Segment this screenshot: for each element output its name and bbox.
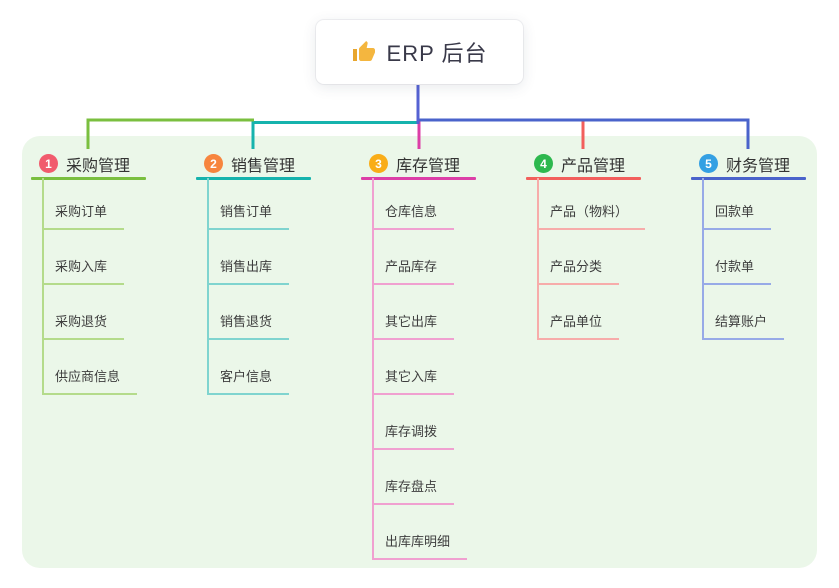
child-node[interactable]: 回款单 [702,200,772,230]
branch-underline [526,177,641,180]
child-node[interactable]: 产品单位 [537,310,620,340]
branch-number-badge: 3 [369,154,388,173]
child-node[interactable]: 结算账户 [702,310,785,340]
branch-underline [361,177,476,180]
root-node[interactable]: ERP 后台 [316,20,523,84]
child-node[interactable]: 销售出库 [207,255,290,285]
child-node[interactable]: 销售退货 [207,310,290,340]
branch-children-line [702,178,704,340]
branch-children-line [537,178,539,340]
branch-title-label: 产品管理 [561,157,626,175]
branch-children-line [42,178,44,395]
child-node[interactable]: 采购退货 [42,310,125,340]
branch-children-line [372,178,374,560]
child-node[interactable]: 库存调拨 [372,420,455,450]
branch-underline [691,177,806,180]
branch-title-5[interactable]: 5 财务管理 [691,150,806,177]
branch-number-badge: 2 [204,154,223,173]
child-node[interactable]: 付款单 [702,255,772,285]
branch-node-2: 2 销售管理销售订单销售出库销售退货客户信息 [196,150,311,395]
branch-children-line [207,178,209,395]
branch-title-1[interactable]: 1 采购管理 [31,150,146,177]
child-node[interactable]: 产品分类 [537,255,620,285]
branch-number-badge: 1 [39,154,58,173]
child-node[interactable]: 产品库存 [372,255,455,285]
branch-number-badge: 5 [699,154,718,173]
child-node[interactable]: 供应商信息 [42,365,138,395]
mindmap-board [22,136,817,568]
branch-title-label: 库存管理 [396,157,461,175]
branch-node-1: 1 采购管理采购订单采购入库采购退货供应商信息 [31,150,146,395]
child-node[interactable]: 出库库明细 [372,530,468,560]
branch-node-5: 5 财务管理回款单付款单结算账户 [691,150,806,340]
child-node[interactable]: 仓库信息 [372,200,455,230]
child-node[interactable]: 销售订单 [207,200,290,230]
child-node[interactable]: 库存盘点 [372,475,455,505]
child-node[interactable]: 采购订单 [42,200,125,230]
branch-title-4[interactable]: 4 产品管理 [526,150,641,177]
branch-underline [196,177,311,180]
root-title: ERP 后台 [386,41,488,66]
child-node[interactable]: 其它入库 [372,365,455,395]
branch-number-badge: 4 [534,154,553,173]
thumbs-up-icon [352,41,375,61]
branch-underline [31,177,146,180]
child-node[interactable]: 客户信息 [207,365,290,395]
branch-node-3: 3 库存管理仓库信息产品库存其它出库其它入库库存调拨库存盘点出库库明细 [361,150,476,560]
child-node[interactable]: 其它出库 [372,310,455,340]
branch-title-label: 销售管理 [231,157,296,175]
branch-title-3[interactable]: 3 库存管理 [361,150,476,177]
branch-title-label: 财务管理 [726,157,791,175]
branch-title-label: 采购管理 [66,157,131,175]
child-node[interactable]: 采购入库 [42,255,125,285]
branch-node-4: 4 产品管理产品（物料） 产品分类产品单位 [526,150,646,340]
child-node[interactable]: 产品（物料） [537,200,646,230]
branch-title-2[interactable]: 2 销售管理 [196,150,311,177]
